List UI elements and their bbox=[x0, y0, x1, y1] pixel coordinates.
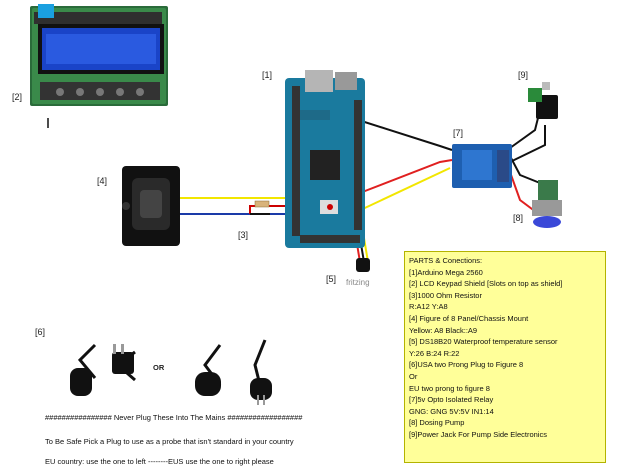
or-label: OR bbox=[153, 363, 165, 372]
parts-list: PARTS & Conections: [1]Arduino Mega 2560… bbox=[404, 251, 606, 463]
parts-line: [3]1000 Ohm Resistor bbox=[409, 290, 482, 300]
warning-line-2: To Be Safe Pick a Plug to use as a probe… bbox=[45, 437, 294, 446]
label-4: [4] bbox=[97, 176, 108, 186]
parts-line: [2] LCD Keypad Shield [Slots on top as s… bbox=[409, 279, 563, 289]
parts-line: [7]5v Opto Isolated Relay bbox=[409, 395, 494, 405]
parts-line: Y:26 B:24 R:22 bbox=[409, 348, 460, 358]
parts-line: R:A12 Y:A8 bbox=[409, 302, 448, 312]
label-7: [7] bbox=[453, 128, 464, 138]
parts-line: [4] Figure of 8 Panel/Chassis Mount bbox=[409, 313, 529, 323]
resistor bbox=[254, 200, 270, 208]
dosing-pump bbox=[532, 180, 562, 228]
fritzing-watermark: fritzing bbox=[346, 278, 370, 287]
label-6: [6] bbox=[35, 327, 46, 337]
parts-line: [8] Dosing Pump bbox=[409, 418, 465, 428]
temperature-sensor bbox=[356, 258, 370, 272]
parts-line: Or bbox=[409, 371, 418, 381]
parts-line: [5] DS18B20 Waterproof temperature senso… bbox=[409, 337, 558, 347]
label-3: [3] bbox=[238, 230, 249, 240]
label-5: [5] bbox=[326, 274, 337, 284]
parts-line: GNG: GNG 5V:5V IN1:14 bbox=[409, 406, 494, 416]
parts-title: PARTS & Conections: bbox=[409, 256, 483, 265]
warning-line-1: ################ Never Plug These Into T… bbox=[45, 413, 303, 422]
relay-module bbox=[452, 144, 512, 188]
arduino-mega-board bbox=[285, 70, 365, 248]
us-plug-heads bbox=[70, 344, 134, 396]
parts-line: [9]Power Jack For Pump Side Electronics bbox=[409, 429, 547, 439]
parts-line: EU two prong to figure 8 bbox=[409, 383, 490, 393]
lcd-keypad-shield bbox=[30, 4, 168, 106]
label-1: [1] bbox=[262, 70, 273, 80]
label-9: [9] bbox=[518, 70, 529, 80]
parts-line: [1]Arduino Mega 2560 bbox=[409, 267, 483, 277]
label-2: [2] bbox=[12, 92, 23, 102]
label-8: [8] bbox=[513, 213, 524, 223]
power-jack bbox=[528, 82, 558, 119]
parts-line: [6]USA two Prong Plug to Figure 8 bbox=[409, 360, 524, 370]
parts-line: Yellow: A8 Black::A9 bbox=[409, 325, 478, 335]
eu-plug-heads bbox=[195, 372, 272, 405]
warning-line-3: EU country: use the one to left --------… bbox=[45, 457, 274, 466]
power-inlet-figure8 bbox=[122, 166, 180, 246]
